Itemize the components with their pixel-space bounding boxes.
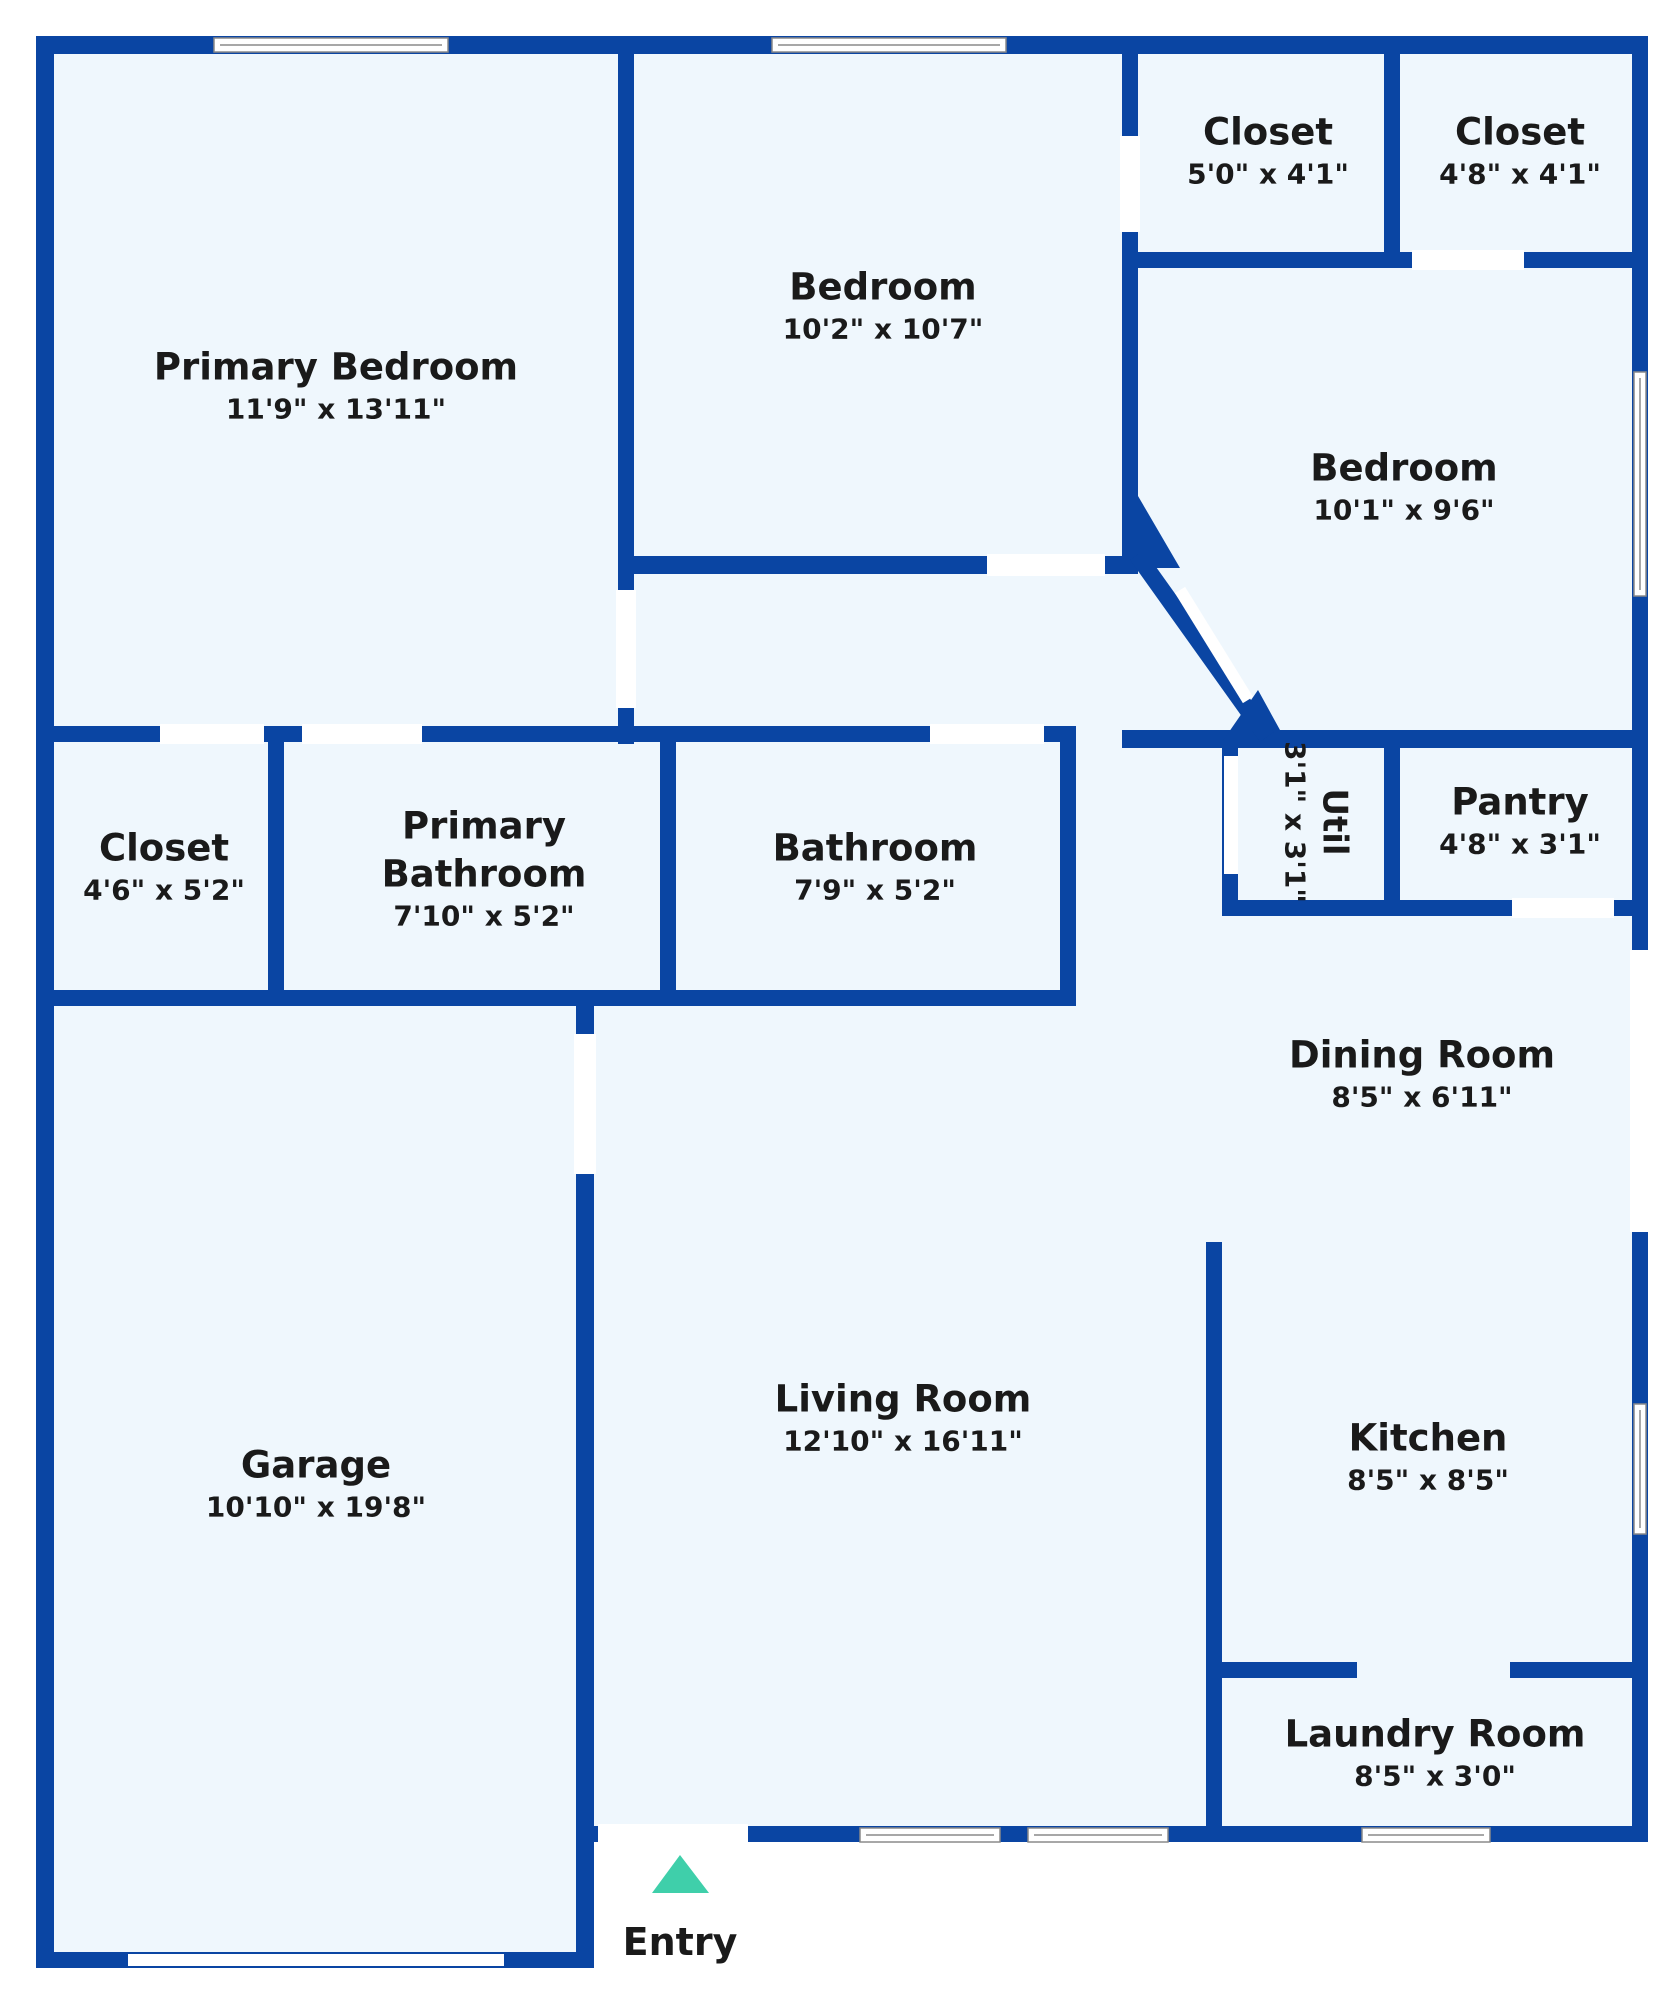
room-name: Closet — [1202, 110, 1334, 154]
garage-door — [128, 1954, 504, 1966]
door-opening — [1120, 136, 1140, 232]
door-opening — [987, 554, 1105, 576]
room-name: Bedroom — [789, 265, 977, 309]
room-dimensions: 4'8" x 4'1" — [1439, 157, 1601, 191]
door-opening — [1630, 950, 1650, 1232]
door-opening — [616, 590, 636, 708]
wall — [268, 726, 284, 1000]
door-opening — [1412, 250, 1524, 270]
room-name: Laundry Room — [1284, 1712, 1586, 1756]
room-dimensions: 12'10" x 16'11" — [783, 1424, 1023, 1458]
room-pantry: Pantry 4'8" x 3'1" — [1439, 778, 1601, 861]
angled-wall — [1130, 550, 1274, 742]
door-opening — [574, 1034, 596, 1174]
room-name: Kitchen — [1348, 1416, 1508, 1460]
room-name: Dining Room — [1288, 1033, 1556, 1077]
wall — [660, 726, 676, 1000]
room-dimensions: 4'6" x 5'2" — [83, 873, 245, 907]
room-dimensions: 7'9" x 5'2" — [794, 873, 956, 907]
wall — [1384, 730, 1400, 910]
room-name: Garage — [240, 1443, 392, 1487]
room-bedroom-2: Bedroom 10'1" x 9'6" — [1310, 444, 1497, 527]
door-opening — [160, 724, 264, 744]
room-dimensions: 10'10" x 19'8" — [205, 1490, 427, 1524]
room-dimensions: 4'8" x 3'1" — [1439, 827, 1601, 861]
room-name: Util — [1314, 788, 1355, 856]
room-name: Bathroom — [772, 826, 978, 870]
wall — [1122, 730, 1640, 748]
room-dimensions: 3'1" x 3'1" — [1278, 741, 1312, 903]
door-opening — [1224, 756, 1238, 874]
door-opening — [1512, 898, 1614, 918]
room-closet-1: Closet 5'0" x 4'1" — [1187, 108, 1349, 191]
room-name: Pantry — [1451, 780, 1589, 824]
room-garage: Garage 10'10" x 19'8" — [206, 1441, 426, 1524]
room-bedroom-1: Bedroom 10'2" x 10'7" — [783, 263, 984, 346]
wall — [1122, 252, 1640, 268]
room-dimensions: 7'10" x 5'2" — [393, 899, 575, 933]
room-dimensions: 11'9" x 13'11" — [225, 392, 447, 426]
wall — [44, 990, 1076, 1006]
room-closet-3: Closet 4'6" x 5'2" — [83, 824, 245, 907]
room-dining-room: Dining Room 8'5" x 6'11" — [1289, 1031, 1555, 1114]
wall — [1122, 44, 1138, 574]
room-name: Closet — [98, 826, 230, 870]
room-name: Bedroom — [1310, 446, 1498, 490]
wall — [1206, 1242, 1222, 1834]
door-opening — [930, 724, 1044, 744]
room-name-line2: Bathroom — [381, 852, 587, 896]
wall — [1632, 36, 1648, 1842]
room-living-room: Living Room 12'10" x 16'11" — [775, 1375, 1032, 1458]
door-opening — [1174, 586, 1254, 704]
wall-corner — [1222, 690, 1280, 742]
room-closet-2: Closet 4'8" x 4'1" — [1439, 108, 1601, 191]
room-dimensions: 8'5" x 8'5" — [1347, 1463, 1509, 1497]
room-dimensions: 8'5" x 6'11" — [1331, 1080, 1513, 1114]
entry-label: Entry — [622, 1920, 738, 1964]
room-dimensions: 10'2" x 10'7" — [782, 312, 984, 346]
room-util: Util 3'1" x 3'1" — [1277, 741, 1356, 903]
windows — [128, 37, 1647, 1966]
entry-arrow-icon — [652, 1855, 709, 1893]
door-opening — [302, 724, 422, 744]
wall — [1060, 726, 1076, 1004]
room-dimensions: 5'0" x 4'1" — [1187, 157, 1349, 191]
wall — [1384, 44, 1400, 262]
room-primary-bedroom: Primary Bedroom 11'9" x 13'11" — [154, 343, 518, 426]
room-name: Living Room — [774, 1377, 1032, 1421]
wall — [576, 990, 594, 1968]
openings — [160, 136, 1650, 1844]
room-name: Primary Bedroom — [153, 345, 519, 389]
wall — [1510, 1662, 1640, 1678]
room-bathroom: Bathroom 7'9" x 5'2" — [773, 824, 978, 907]
room-dimensions: 8'5" x 3'0" — [1354, 1759, 1516, 1793]
door-opening — [598, 1824, 748, 1844]
wall — [1222, 1662, 1357, 1678]
room-kitchen: Kitchen 8'5" x 8'5" — [1347, 1414, 1509, 1497]
room-name-line1: Primary — [402, 804, 566, 848]
room-dimensions: 10'1" x 9'6" — [1313, 493, 1495, 527]
room-name: Closet — [1454, 110, 1586, 154]
room-primary-bathroom: Primary Bathroom 7'10" x 5'2" — [382, 802, 587, 933]
wall-corner — [1138, 496, 1180, 568]
room-laundry-room: Laundry Room 8'5" x 3'0" — [1285, 1710, 1586, 1793]
